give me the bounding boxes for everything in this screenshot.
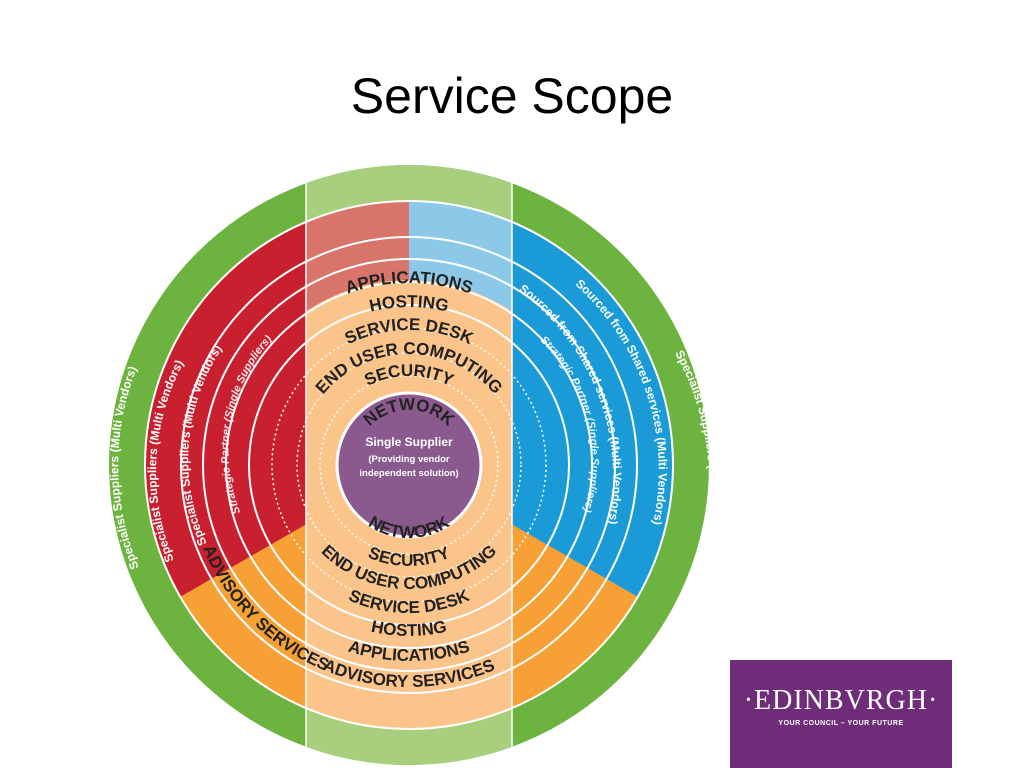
ring-divider-2 <box>180 236 638 694</box>
ring-label-top-hosting: HOSTING <box>368 292 451 316</box>
ring-divider-8 <box>319 375 499 555</box>
center-title: Single Supplier <box>365 435 453 449</box>
ring-divider-1 <box>144 200 674 730</box>
center-circle <box>335 391 483 539</box>
logo-name: ·EDINBVRGH· <box>743 685 939 716</box>
ring-divider-3 <box>202 258 616 672</box>
edinburgh-logo: ·EDINBVRGH· YOUR COUNCIL – YOUR FUTURE <box>730 660 952 768</box>
center-line-1: (Providing vendor <box>368 454 450 465</box>
logo-tagline: YOUR COUNCIL – YOUR FUTURE <box>778 720 904 727</box>
ring-divider-4 <box>225 281 593 649</box>
slide-title: Service Scope <box>350 68 674 124</box>
ring-label-bottom-hosting: HOSTING <box>370 617 448 640</box>
center-line-2: independent solution) <box>359 468 458 479</box>
ring-divider-6 <box>271 327 547 603</box>
ring-divider-5 <box>248 304 570 626</box>
ring-divider-7 <box>296 352 522 578</box>
